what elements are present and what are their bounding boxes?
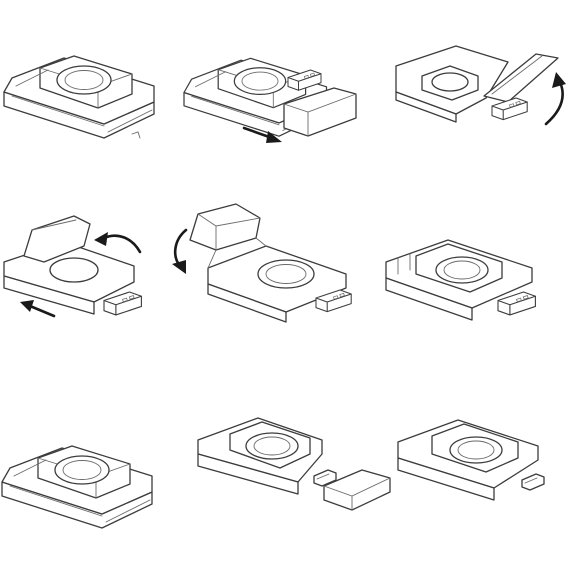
rotate-up-arrow (544, 72, 566, 126)
step-7-closed-device (1, 445, 153, 529)
step-9-usb-c-exposed (397, 419, 545, 501)
step-6-usb-a-exposed (385, 239, 536, 321)
rotate-down-arrow (172, 228, 188, 274)
step-2-slide-cap (183, 57, 357, 137)
step-8-cap-removed (197, 417, 337, 495)
step-3-flip-cover (395, 45, 559, 123)
slide-right-arrow (242, 126, 282, 143)
step-4-rotate-cover-back (3, 215, 142, 316)
rotate-over-arrow (94, 232, 142, 254)
slide-left-arrow (20, 300, 56, 318)
step-1-closed-device (3, 55, 155, 139)
step-5-cover-rotating (189, 203, 352, 323)
detached-cap (323, 469, 391, 511)
